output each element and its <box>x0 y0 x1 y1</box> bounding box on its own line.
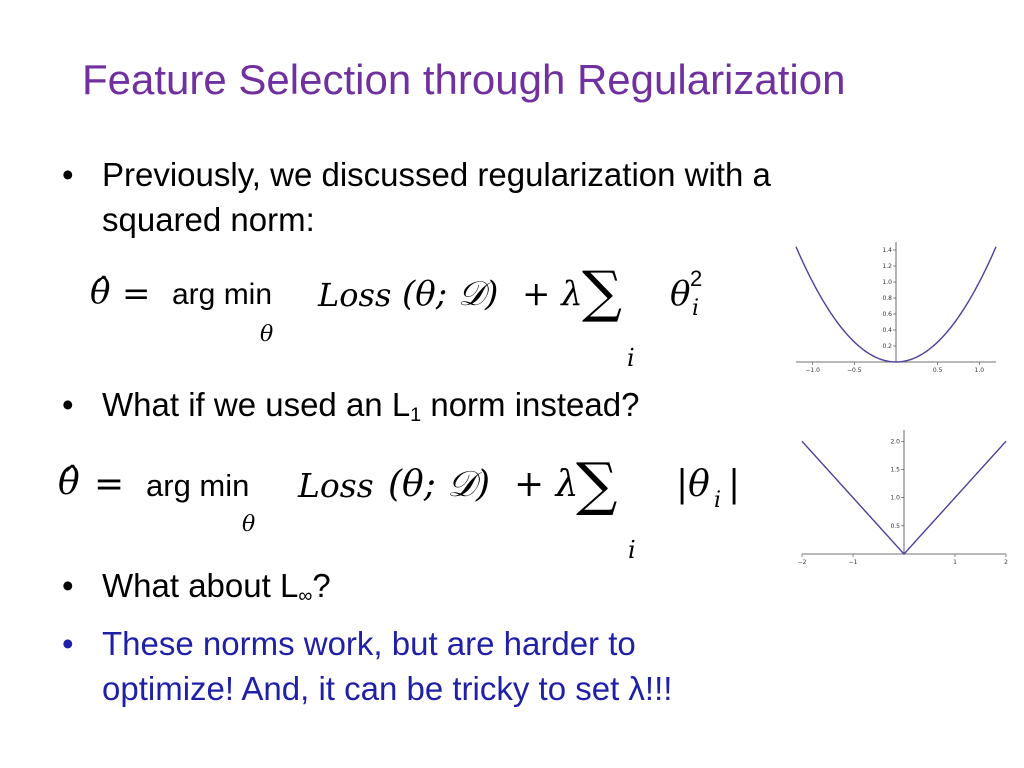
eq-sum-sign: ∑ <box>582 260 622 325</box>
bullet-text: norm instead? <box>421 386 640 423</box>
x-tick-label: 1 <box>953 559 957 566</box>
eq-equals: = <box>94 464 125 505</box>
y-tick-label: 1.4 <box>882 247 892 254</box>
eq-argmin-subscript: θ <box>260 322 274 347</box>
eq-loss-args: (θ; 𝒟) <box>388 464 491 505</box>
y-tick-label: 0.6 <box>882 311 892 318</box>
y-tick-label: 0.5 <box>890 523 900 530</box>
equation-l1: θ̂ = arg min θ Loss (θ; 𝒟) + λ ∑ i |θ i … <box>58 450 758 572</box>
equation-l2: θ̂ = arg min θ Loss (θ; 𝒟) + λ ∑ i θ 2 i <box>90 260 730 382</box>
eq-plus-lambda: + λ <box>522 274 583 314</box>
plot-squared-norm: −1.0 −0.5 0.5 1.0 0.2 0.4 0.6 0.8 1.0 1.2 1.4 <box>790 236 1002 376</box>
y-tick-label: 0.4 <box>882 327 892 334</box>
x-tick-label: 0.5 <box>933 367 943 374</box>
bullet-subscript: ∞ <box>298 584 313 607</box>
bullet-linf: • What about L∞? <box>62 563 331 619</box>
x-tick-label: −0.5 <box>847 367 862 374</box>
series-line <box>795 246 997 363</box>
eq-argmin: arg min <box>146 468 250 503</box>
bullet-text: What if we used an L <box>102 386 411 423</box>
y-tick-label: 1.2 <box>882 263 892 270</box>
bullet-harder-to-optimize: • These norms work, but are harder to op… <box>62 621 672 711</box>
eq-loss: Loss <box>298 466 374 505</box>
bullet-previously: • Previously, we discussed regularizatio… <box>62 152 771 242</box>
y-tick-label: 1.0 <box>882 279 892 286</box>
y-tick-label: 0.2 <box>882 343 892 350</box>
eq-abs-close: | <box>728 464 741 505</box>
eq-subscript: i <box>692 296 700 321</box>
y-tick-label: 2.0 <box>890 438 900 445</box>
y-tick-label: 0.8 <box>882 295 892 302</box>
y-tick-label: 1.0 <box>890 495 900 502</box>
bullet-dot: • <box>62 386 74 423</box>
x-tick-label: −2 <box>798 559 807 566</box>
x-tick-label: 2 <box>1004 559 1008 566</box>
bullet-l1: • What if we used an L1 norm instead? <box>62 382 639 438</box>
x-tick-label: −1.0 <box>805 367 820 374</box>
x-tick-label: 1.0 <box>975 367 985 374</box>
plot-l1-norm: −2 −1 1 2 0.5 1.0 1.5 2.0 <box>796 424 1012 568</box>
eq-sum-index: i <box>627 344 635 372</box>
bullet-dot: • <box>62 156 74 193</box>
eq-theta: θ <box>670 274 691 314</box>
series-line <box>801 440 1007 556</box>
bullet-text: optimize! And, it can be tricky to set λ… <box>102 670 673 707</box>
plot-squared-norm-svg: −1.0 −0.5 0.5 1.0 0.2 0.4 0.6 0.8 1.0 1.2 1.4 <box>795 242 997 374</box>
bullet-text: ? <box>312 567 331 604</box>
plot-l1-norm-svg: −2 −1 1 2 0.5 1.0 1.5 2.0 <box>798 430 1008 566</box>
x-tick-label: −1 <box>849 559 858 566</box>
eq-subscript: i <box>714 488 722 513</box>
eq-sum-sign: ∑ <box>576 450 618 518</box>
bullet-text: What about L <box>102 567 299 604</box>
eq-abs-theta: |θ <box>676 464 710 505</box>
eq-loss: Loss <box>318 276 392 314</box>
slide-title: Feature Selection through Regularization <box>82 56 846 103</box>
bullet-text: Previously, we discussed regularization … <box>102 156 771 193</box>
eq-theta-hat: θ̂ <box>90 272 111 312</box>
eq-sum-index: i <box>628 536 636 564</box>
bullet-subscript: 1 <box>410 403 422 426</box>
eq-argmin-subscript: θ <box>242 512 256 537</box>
eq-loss-args: (θ; 𝒟) <box>402 274 499 314</box>
eq-argmin: arg min <box>172 278 273 311</box>
y-tick-label: 1.5 <box>890 466 900 473</box>
bullet-dot: • <box>62 567 74 604</box>
bullet-text: These norms work, but are harder to <box>102 625 636 662</box>
eq-theta-hat: θ̂ <box>58 462 80 503</box>
eq-plus-lambda: + λ <box>514 464 579 505</box>
eq-equals: = <box>122 274 151 314</box>
bullet-text: squared norm: <box>102 201 315 238</box>
eq-superscript: 2 <box>690 266 703 291</box>
bullet-dot: • <box>62 625 74 662</box>
